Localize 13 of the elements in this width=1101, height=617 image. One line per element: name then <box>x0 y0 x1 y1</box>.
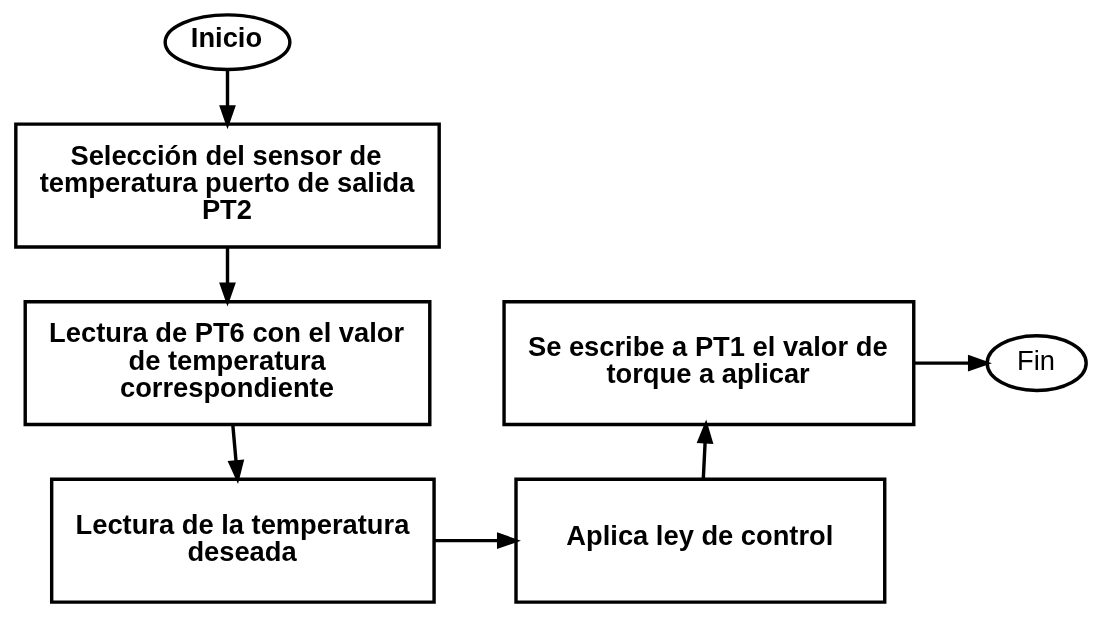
arrow <box>696 419 713 479</box>
arrow <box>227 424 244 485</box>
arrow <box>218 247 236 307</box>
node-ellipse: Fin <box>984 334 1088 393</box>
arrow <box>913 354 992 372</box>
node-box: Lectura de la temperatura deseada <box>49 477 436 604</box>
node-box: Selección del sensor de temperatura puerto de salida PT2 <box>13 122 441 249</box>
arrow <box>433 532 521 550</box>
node-box: Aplica ley de control <box>513 477 886 604</box>
arrow <box>218 69 236 130</box>
node-ellipse: Inicio <box>162 13 292 72</box>
node-box: Lectura de PT6 con el valor de temperatura correspondiente <box>23 299 431 427</box>
node-box: Se escribe a PT1 el valor de torque a aplicar <box>501 299 915 427</box>
